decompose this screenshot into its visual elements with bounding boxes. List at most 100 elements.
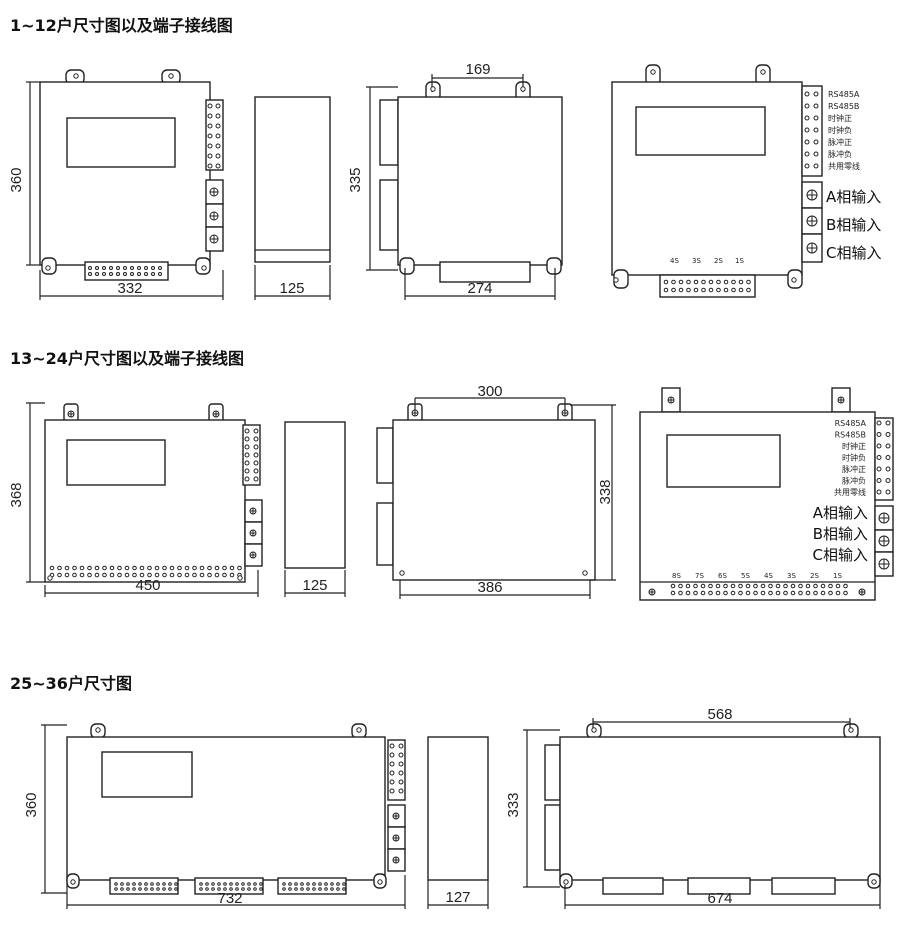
- screw-icon: [205, 882, 209, 886]
- label-text: 674: [707, 890, 732, 907]
- screw-icon: [244, 444, 250, 450]
- screw-icon: [582, 570, 588, 576]
- channel-label: 7S: [695, 572, 704, 580]
- label-text: 时钟负: [828, 125, 852, 135]
- s3-side-view: 127: [427, 736, 489, 909]
- screw-icon: [192, 565, 197, 571]
- screw-icon: [876, 478, 882, 483]
- screw-icon: [116, 266, 120, 270]
- screw-icon: [139, 572, 145, 578]
- s2-rear-view: 300 338 386: [376, 383, 616, 599]
- label-text: A相输入: [813, 504, 868, 522]
- label-text: RS485B: [835, 431, 866, 440]
- label-text: 450: [135, 577, 160, 594]
- s1-wiring-diagram: RS485A RS485B 时钟正 时钟负 脉冲正 脉冲负 共用零线 A相输入 …: [611, 64, 881, 298]
- screw-icon: [211, 882, 215, 886]
- screw-icon: [244, 428, 250, 434]
- bottom-terminal: [84, 261, 169, 281]
- screw-icon: [678, 279, 684, 285]
- label-text: 568: [707, 706, 732, 723]
- dim-depth: 125: [279, 280, 304, 297]
- screw-icon: [389, 743, 395, 749]
- screw-icon: [738, 287, 744, 293]
- screw-icon: [73, 73, 79, 79]
- screw-icon: [813, 91, 819, 97]
- label-text: 时钟正: [828, 113, 852, 123]
- screw-icon: [336, 882, 340, 886]
- screw-icon: [102, 565, 107, 571]
- screw-icon: [876, 432, 882, 437]
- screw-icon: [247, 882, 251, 886]
- screw-icon: [229, 565, 235, 571]
- screw-icon: [192, 572, 197, 578]
- screw-icon: [753, 590, 758, 596]
- screw-icon: [109, 565, 115, 571]
- screw-icon: [144, 887, 148, 891]
- screw-icon: [237, 575, 243, 581]
- screw-icon: [124, 572, 130, 578]
- s2-side-view: 125: [284, 421, 346, 597]
- screw-icon: [398, 761, 404, 767]
- label-text: 脉冲负: [842, 476, 866, 486]
- screw-icon: [215, 153, 221, 159]
- label-text: 333: [505, 792, 522, 817]
- screw-icon: [109, 572, 115, 578]
- screw-icon: [312, 887, 316, 891]
- channel-label: 6S: [718, 572, 727, 580]
- screw-icon: [670, 590, 676, 596]
- screw-icon: [132, 882, 136, 886]
- label-text: 脉冲正: [842, 464, 866, 474]
- screw-icon: [876, 489, 882, 495]
- screw-icon: [79, 572, 85, 578]
- screw-icon: [398, 770, 404, 776]
- screw-icon: [150, 882, 154, 886]
- label-text: C相输入: [813, 546, 868, 564]
- screw-icon: [783, 590, 788, 596]
- screw-icon: [158, 272, 162, 276]
- screw-icon: [671, 287, 676, 293]
- screw-icon: [102, 272, 106, 276]
- screw-icon: [398, 743, 404, 749]
- screw-icon: [132, 572, 137, 578]
- channel-label: 4S: [764, 572, 773, 580]
- screw-icon: [775, 583, 781, 589]
- screw-icon: [207, 565, 212, 571]
- screw-icon: [885, 489, 891, 495]
- screw-icon: [876, 466, 882, 472]
- screw-icon: [738, 590, 743, 596]
- screw-icon: [885, 466, 891, 472]
- screw-icon: [241, 887, 245, 891]
- s1-rear-view: 169 335 274: [347, 61, 563, 300]
- screw-icon: [790, 583, 796, 589]
- screw-icon: [848, 727, 854, 733]
- screw-icon: [126, 882, 130, 886]
- screw-icon: [685, 590, 691, 596]
- screw-icon: [356, 727, 362, 733]
- screw-icon: [102, 572, 107, 578]
- screw-icon: [805, 583, 811, 589]
- screw-icon: [222, 572, 227, 578]
- screw-icon: [693, 590, 698, 596]
- screw-icon: [312, 882, 316, 886]
- screw-icon: [591, 727, 597, 733]
- screw-icon: [708, 590, 713, 596]
- label-text: 脉冲正: [828, 137, 852, 147]
- screw-icon: [244, 436, 250, 442]
- screw-icon: [300, 882, 304, 886]
- screw-icon: [804, 151, 810, 157]
- label-text: 4S: [670, 257, 679, 265]
- screw-icon: [253, 468, 259, 474]
- label-text: 732: [217, 890, 242, 907]
- screw-icon: [259, 887, 263, 891]
- lcd-window: [66, 117, 176, 168]
- screw-icon: [700, 590, 706, 596]
- screw-icon: [229, 882, 233, 886]
- screw-icon: [775, 590, 781, 596]
- screw-icon: [678, 287, 684, 293]
- screw-icon: [723, 583, 728, 589]
- screw-icon: [336, 887, 340, 891]
- screw-icon: [253, 452, 259, 458]
- screw-icon: [95, 266, 99, 270]
- s1-front-view: 360 332: [8, 69, 224, 300]
